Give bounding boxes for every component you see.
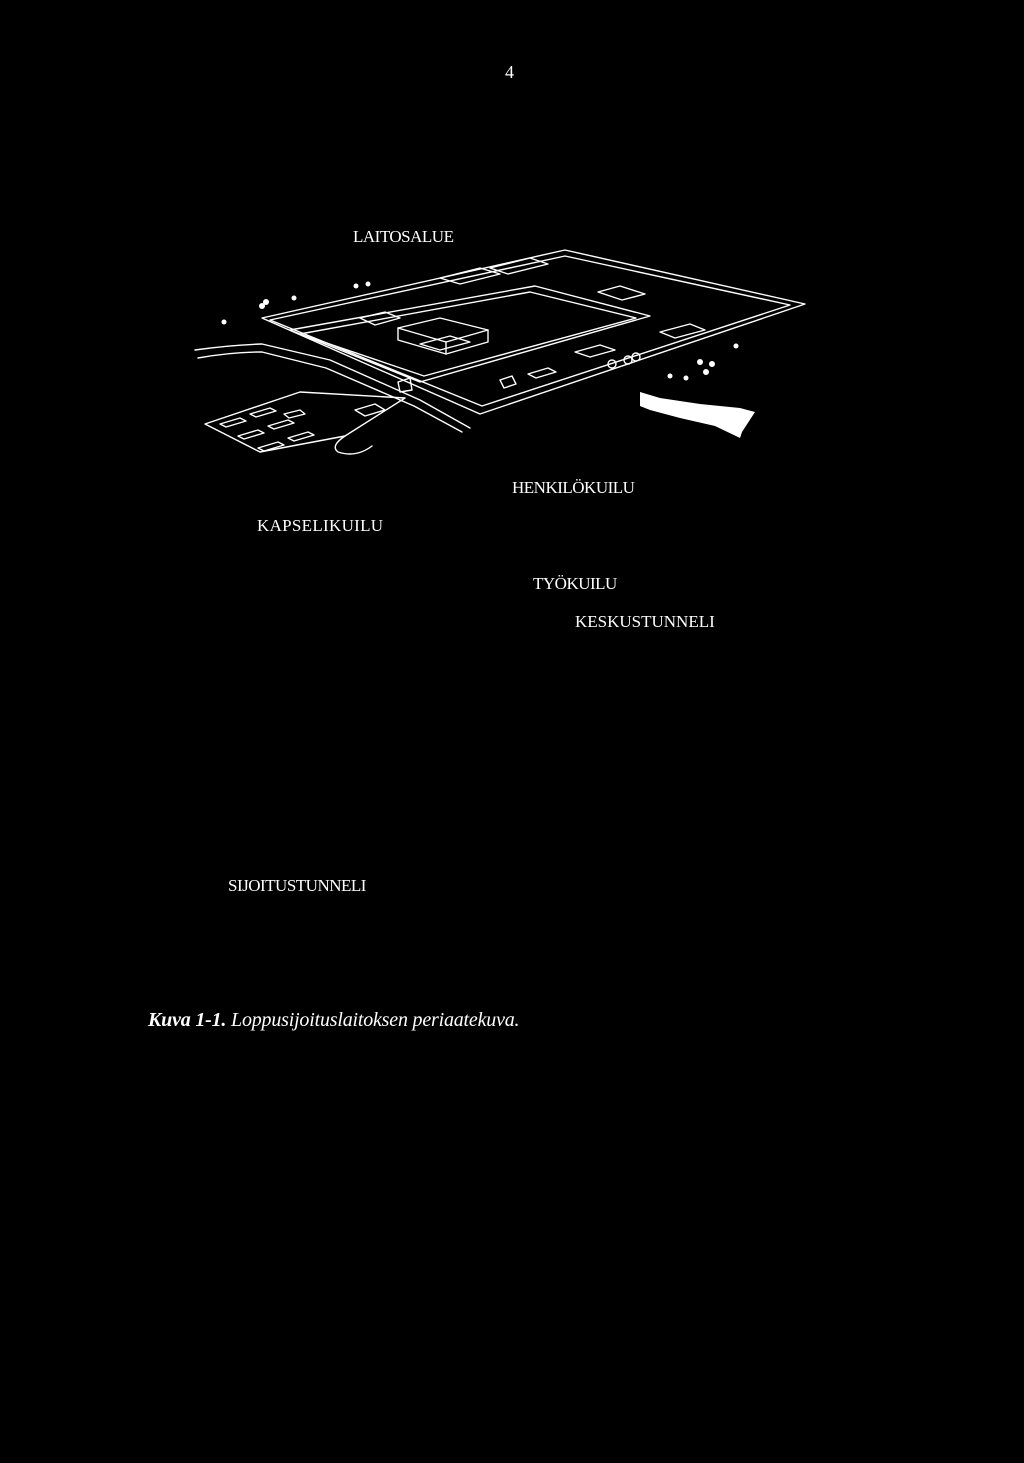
figure-caption-label: Kuva 1-1.	[148, 1009, 227, 1031]
rock-outcrop	[640, 392, 755, 438]
building-small-4	[354, 403, 386, 417]
label-henkilokuilu: HENKILÖKUILU	[512, 478, 635, 497]
main-building	[359, 311, 489, 355]
parked-vehicles	[219, 407, 315, 452]
building-right-2	[659, 323, 706, 339]
label-sijoitustunneli: SIJOITUSTUNNELI	[228, 876, 366, 895]
parking-lot	[204, 391, 406, 453]
building-top-1	[439, 267, 501, 285]
building-small-2	[499, 375, 517, 389]
label-tyokuilu: TYÖKUILU	[533, 574, 617, 593]
building-right-1	[597, 285, 646, 301]
tank	[607, 359, 617, 369]
building-right-3	[574, 344, 616, 358]
figure-caption-text: Loppusijoituslaitoksen periaatekuva.	[231, 1009, 520, 1031]
building-small-1	[527, 367, 557, 379]
tank	[631, 352, 641, 362]
access-road-2	[197, 351, 463, 433]
label-keskustunneli: KESKUSTUNNELI	[575, 612, 715, 631]
label-kapselikuilu: KAPSELIKUILU	[257, 516, 384, 535]
tank	[623, 355, 633, 365]
page-number: 4	[505, 62, 514, 82]
inner-fence-2	[299, 291, 637, 377]
label-laitosalue: LAITOSALUE	[353, 227, 454, 246]
site-boundary-inner	[269, 255, 791, 407]
access-road	[194, 343, 471, 429]
building-small-3	[397, 377, 413, 393]
figure-caption: Kuva 1-1. Loppusijoituslaitoksen periaat…	[148, 1009, 520, 1032]
building-top-2	[489, 257, 549, 275]
trees	[221, 281, 739, 381]
inner-fence	[289, 285, 651, 383]
